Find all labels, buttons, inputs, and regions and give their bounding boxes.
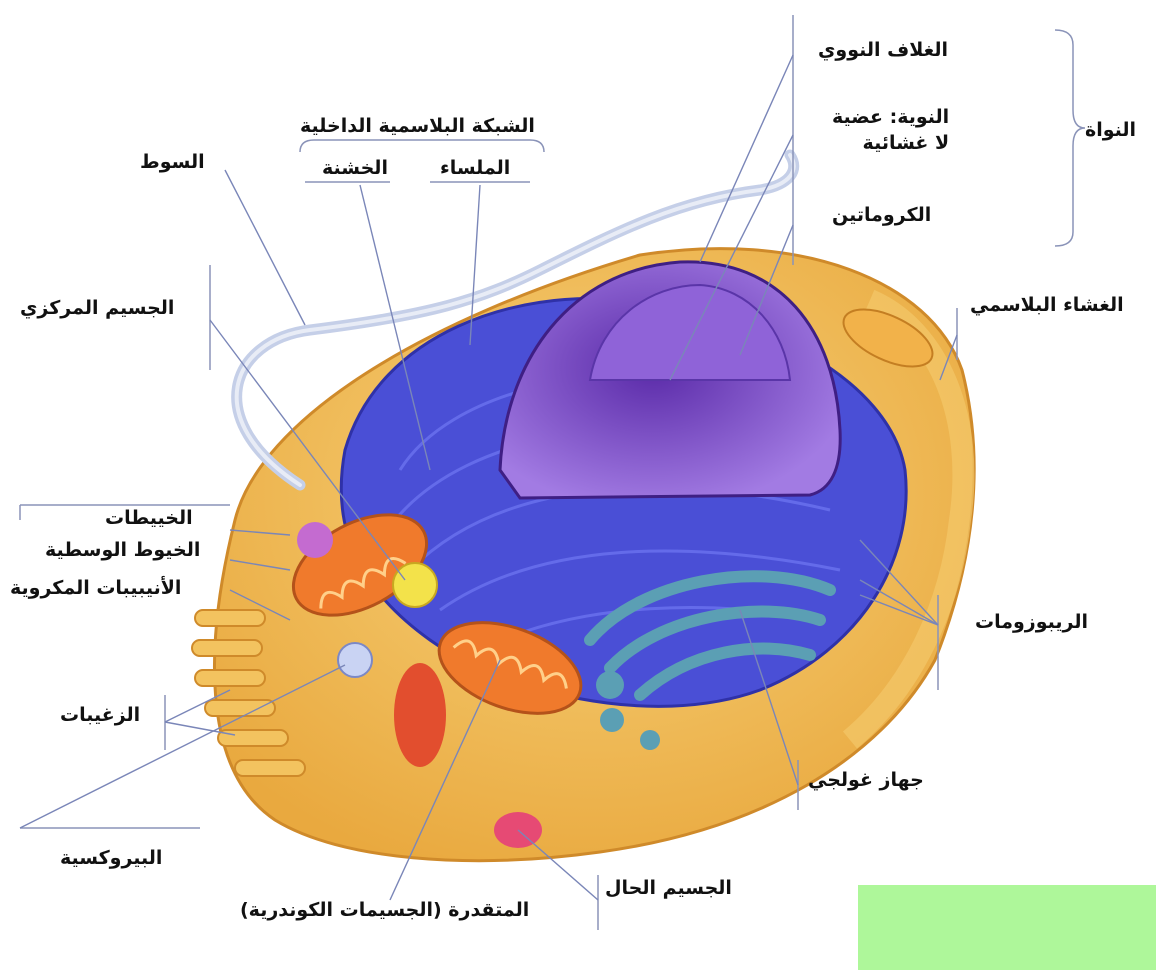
label-chromatin: الكروماتين — [832, 205, 931, 227]
label-microtubules: الأنيبيبات المكروية — [10, 578, 181, 600]
label-smooth-er: الملساء — [440, 158, 510, 180]
label-plasma-membrane: الغشاء البلاسمي — [970, 295, 1124, 317]
label-lysosome: الجسيم الحال — [605, 878, 732, 900]
label-nucleolus: النوية: عضية لا غشائية — [832, 105, 949, 156]
label-mitochondria: المتقدرة (الجسيمات الكوندرية) — [240, 900, 529, 922]
label-microfilaments: الخييطات — [105, 508, 193, 530]
label-intermediate-filaments: الخيوط الوسطية — [45, 540, 200, 562]
label-microvilli: الزغيبات — [60, 705, 140, 727]
label-nuclear-envelope: الغلاف النووي — [818, 40, 948, 62]
label-golgi: جهاز غولجي — [808, 770, 924, 792]
label-peroxisome: البيروكسية — [60, 848, 162, 870]
label-flagellum: السوط — [140, 152, 205, 174]
label-ribosomes: الريبوزومات — [975, 612, 1088, 634]
peroxisome-shape — [338, 643, 372, 677]
mitochondrion-3 — [394, 663, 446, 767]
vesicle — [297, 522, 333, 558]
label-er: الشبكة البلاسمية الداخلية — [300, 116, 535, 138]
accent-box — [858, 885, 1156, 970]
centrosome-shape — [393, 563, 437, 607]
label-nucleus: النواة — [1085, 120, 1136, 142]
label-rough-er: الخشنة — [322, 158, 388, 180]
label-centrosome: الجسيم المركزي — [20, 298, 174, 320]
